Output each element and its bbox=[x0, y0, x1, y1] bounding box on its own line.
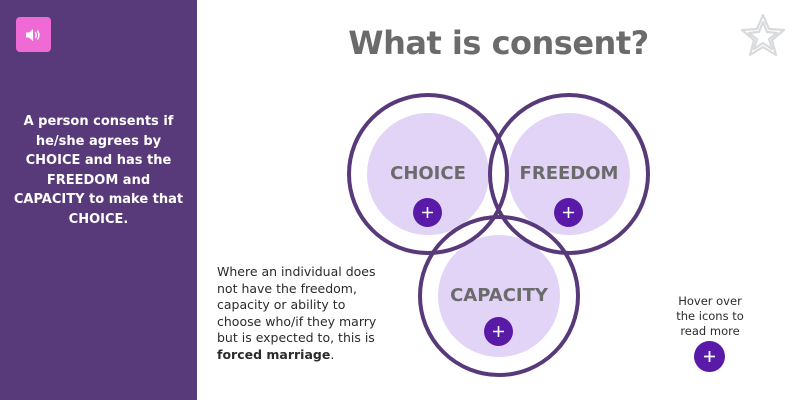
choice-fill bbox=[367, 113, 489, 235]
freedom-fill bbox=[508, 113, 630, 235]
capacity-label: CAPACITY bbox=[450, 285, 548, 306]
hint-plus-button[interactable] bbox=[694, 341, 725, 372]
freedom-label: FREEDOM bbox=[519, 163, 619, 184]
plus-icon bbox=[563, 207, 574, 218]
page-title: What is consent? bbox=[348, 24, 649, 62]
freedom-ring bbox=[488, 93, 650, 255]
sidebar: A person consents if he/she agrees by CH… bbox=[0, 0, 197, 400]
choice-ring bbox=[347, 93, 509, 255]
plus-icon bbox=[493, 326, 504, 337]
capacity-ring bbox=[418, 215, 580, 377]
description-text: Where an individual does not have the fr… bbox=[217, 264, 377, 345]
plus-icon bbox=[422, 207, 433, 218]
audio-button[interactable] bbox=[16, 17, 51, 52]
forced-marriage-description: Where an individual does not have the fr… bbox=[217, 264, 382, 363]
capacity-fill bbox=[438, 235, 560, 357]
description-emphasis: forced marriage bbox=[217, 346, 331, 362]
star-knot-logo-icon bbox=[740, 13, 786, 57]
choice-expand-button[interactable] bbox=[413, 198, 442, 227]
hover-hint: Hover over the icons to read more bbox=[676, 294, 744, 338]
speaker-icon bbox=[25, 28, 40, 41]
plus-icon bbox=[704, 351, 715, 362]
consent-definition: A person consents if he/she agrees by CH… bbox=[13, 114, 184, 227]
choice-label: CHOICE bbox=[390, 163, 466, 184]
capacity-expand-button[interactable] bbox=[484, 317, 513, 346]
description-suffix: . bbox=[330, 346, 335, 362]
freedom-expand-button[interactable] bbox=[554, 198, 583, 227]
